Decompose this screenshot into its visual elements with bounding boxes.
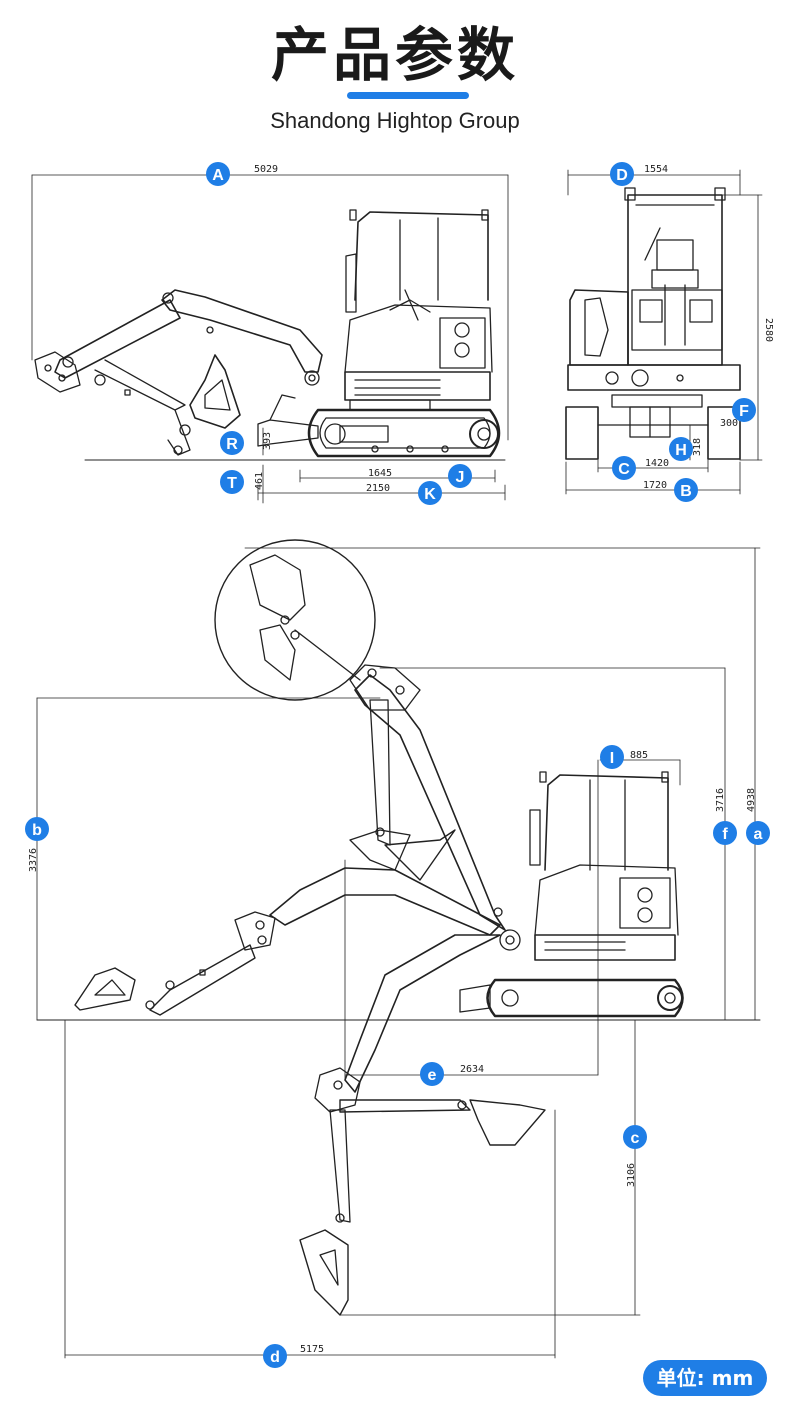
svg-text:H: H: [675, 442, 687, 459]
dimension-value-front-height: 2580: [763, 318, 774, 342]
svg-text:F: F: [739, 403, 749, 420]
marker-R: R: [220, 431, 244, 455]
dimension-value-K: 2150: [366, 483, 390, 494]
svg-text:K: K: [424, 486, 436, 503]
dimension-value-H: 318: [692, 438, 703, 456]
marker-H: H: [669, 437, 693, 461]
marker-a: a: [746, 821, 770, 845]
dimension-value-f: 3716: [715, 788, 726, 812]
marker-d: d: [263, 1344, 287, 1368]
svg-text:I: I: [610, 750, 614, 767]
dimension-value-d: 5175: [300, 1344, 324, 1355]
dimension-value-b: 3376: [28, 848, 39, 872]
marker-f: f: [713, 821, 737, 845]
svg-text:D: D: [616, 167, 628, 184]
dimension-value-c: 3106: [626, 1163, 637, 1187]
unit-badge: 单位: mm: [643, 1360, 767, 1396]
dimension-value-I: 885: [630, 750, 648, 761]
svg-text:f: f: [722, 826, 728, 843]
svg-text:d: d: [270, 1349, 280, 1366]
working-range-diagram: [36, 539, 761, 1359]
marker-K: K: [418, 481, 442, 505]
dimension-value-e: 2634: [460, 1064, 484, 1075]
dimension-value-B: 1720: [643, 480, 667, 491]
svg-text:b: b: [32, 822, 42, 839]
marker-I: I: [600, 745, 624, 769]
marker-e: e: [420, 1062, 444, 1086]
svg-text:R: R: [226, 436, 238, 453]
dimension-value-a: 4938: [746, 788, 757, 812]
marker-A: A: [206, 162, 230, 186]
page-title: 产品参数: [270, 21, 519, 89]
dimension-value-J: 1645: [368, 468, 392, 479]
dimension-value-A: 5029: [254, 164, 278, 175]
page-subtitle: Shandong Hightop Group: [270, 108, 520, 133]
marker-c: c: [623, 1125, 647, 1149]
title-underline: [347, 92, 469, 99]
marker-D: D: [610, 162, 634, 186]
dimension-value-F: 300: [720, 418, 738, 429]
svg-text:e: e: [428, 1067, 437, 1084]
marker-T: T: [220, 470, 244, 494]
svg-text:a: a: [754, 826, 763, 843]
svg-text:A: A: [212, 167, 224, 184]
dimension-value-T: 461: [254, 472, 265, 490]
svg-text:B: B: [680, 483, 692, 500]
marker-B: B: [674, 478, 698, 502]
svg-text:c: c: [631, 1130, 640, 1147]
dimension-value-D: 1554: [644, 164, 668, 175]
dimension-value-C: 1420: [645, 458, 669, 469]
svg-text:T: T: [227, 475, 237, 492]
dimension-value-R: 393: [262, 432, 273, 450]
front-view-excavator: [565, 169, 763, 495]
marker-C: C: [612, 456, 636, 480]
marker-J: J: [448, 464, 472, 488]
svg-text:C: C: [618, 461, 630, 478]
side-view-excavator: [31, 174, 509, 504]
marker-b: b: [25, 817, 49, 841]
marker-F: F: [732, 398, 756, 422]
svg-text:J: J: [456, 469, 465, 486]
